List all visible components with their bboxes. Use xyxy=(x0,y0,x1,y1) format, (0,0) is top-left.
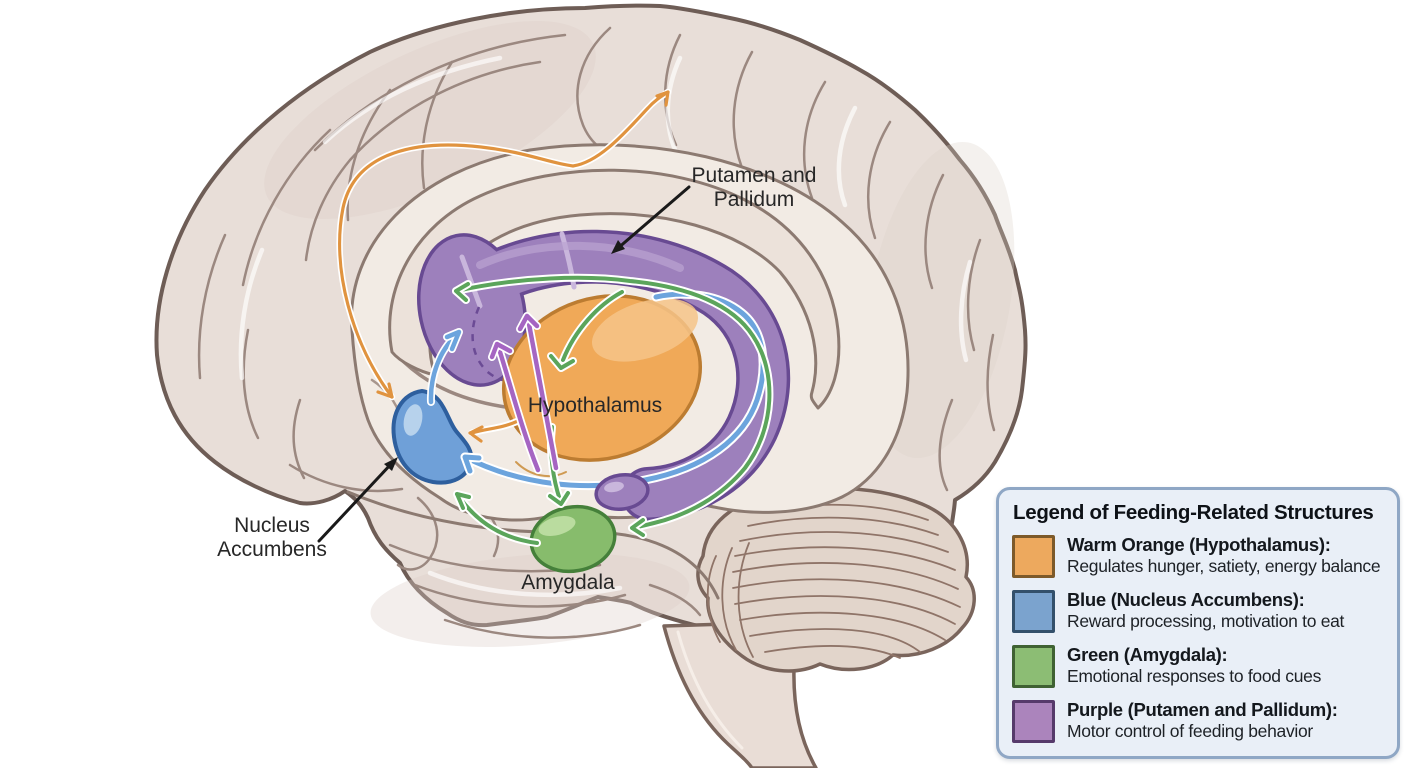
orange-arrow-to-accumbens xyxy=(468,417,522,443)
pallidum-stripe-2 xyxy=(559,231,577,290)
putamen-dashed-outline xyxy=(471,306,537,383)
label-hypothalamus: Hypothalamus xyxy=(527,394,663,417)
legend-entry-accumbens: Blue (Nucleus Accumbens): Reward process… xyxy=(1012,589,1384,633)
amygdala-shape xyxy=(529,504,617,574)
label-putamen-line2: Pallidum xyxy=(713,188,795,211)
legend-entry-amygdala: Green (Amygdala): Emotional responses to… xyxy=(1012,644,1384,688)
green-arrow-into-hypothalamus xyxy=(547,288,626,372)
legend-entry-desc: Motor control of feeding behavior xyxy=(1067,720,1313,741)
purple-arrow-left xyxy=(488,340,542,474)
label-accumbens-line1: Nucleus xyxy=(234,514,310,537)
legend-title: Legend of Feeding-Related Structures xyxy=(1013,501,1374,524)
nucleus-accumbens-shape xyxy=(391,389,474,485)
hypothalamic-curl xyxy=(515,461,567,478)
legend-panel: Legend of Feeding-Related Structures War… xyxy=(996,487,1400,759)
label-nucleus-accumbens: Nucleus Accumbens xyxy=(217,514,327,562)
purple-arrow-right xyxy=(516,312,560,472)
label-accumbens-line2: Accumbens xyxy=(217,538,327,561)
legend-swatch-green xyxy=(1012,645,1055,688)
legend-entry-hypothalamus: Warm Orange (Hypothalamus): Regulates hu… xyxy=(1012,534,1384,578)
legend-entry-name: Green (Amygdala): xyxy=(1067,644,1228,665)
blue-arrow-to-putamen xyxy=(426,328,463,406)
legend-entry-name: Blue (Nucleus Accumbens): xyxy=(1067,589,1305,610)
label-putamen-pallidum: Putamen and Pallidum xyxy=(692,164,817,212)
green-arrow-to-accumbens xyxy=(453,490,541,547)
brainstem-inner-line xyxy=(676,630,744,750)
legend-entry-name: Purple (Putamen and Pallidum): xyxy=(1067,699,1338,720)
gyri-highlights xyxy=(238,55,973,598)
legend-entry-putamen: Purple (Putamen and Pallidum): Motor con… xyxy=(1012,699,1384,743)
label-putamen-line1: Putamen and xyxy=(691,164,817,187)
green-arrow-outer-loop xyxy=(452,273,774,539)
label-arrow-accumbens xyxy=(317,457,398,543)
legend-swatch-purple xyxy=(1012,700,1055,743)
legend-entry-name: Warm Orange (Hypothalamus): xyxy=(1067,534,1331,555)
legend-swatch-blue xyxy=(1012,590,1055,633)
cortex-shade-1 xyxy=(264,20,596,220)
cortex-shade-3 xyxy=(370,553,690,647)
label-amygdala: Amygdala xyxy=(521,571,615,594)
legend-swatch-orange xyxy=(1012,535,1055,578)
pallidum-teardrop xyxy=(594,473,650,511)
putamen-highlight xyxy=(476,241,684,272)
legend-entry-desc: Emotional responses to food cues xyxy=(1067,665,1322,686)
blue-arrow-long-loop xyxy=(460,289,768,491)
legend-entry-desc: Regulates hunger, satiety, energy balanc… xyxy=(1067,555,1381,576)
cerebellum xyxy=(696,486,976,673)
legend-entry-desc: Reward processing, motivation to eat xyxy=(1067,610,1345,631)
hypothalamus-shape xyxy=(501,294,703,462)
label-arrow-putamen xyxy=(611,185,691,254)
orange-arrow-cingulate-loop xyxy=(336,88,672,401)
